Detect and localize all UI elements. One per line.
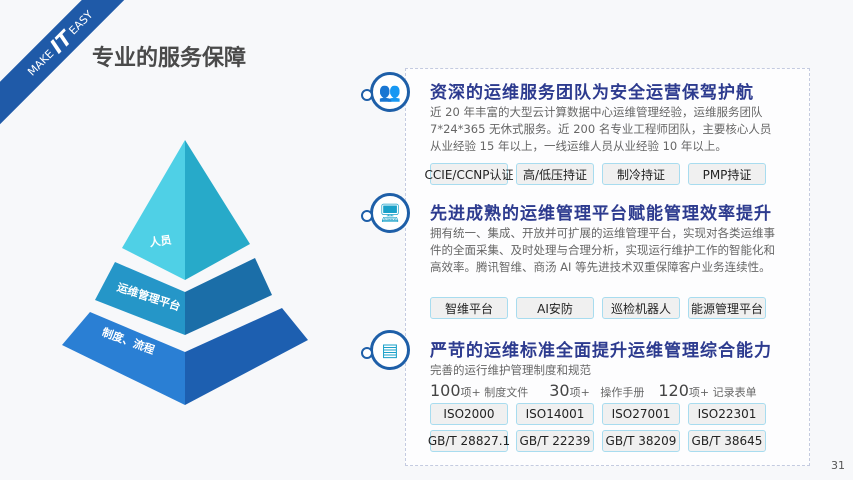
- section-platform: 🖥 先进成熟的运维管理平台赋能管理效率提升 拥有统一、集成、开放并可扩展的运维管…: [360, 193, 810, 323]
- pyramid-tier-3-left: [62, 312, 185, 405]
- section-team: 👥 资深的运维服务团队为安全运营保驾护航 近 20 年丰富的大型云计算数据中心运…: [360, 72, 810, 192]
- section-heading: 严苛的运维标准全面提升运维管理综合能力: [430, 341, 772, 361]
- page-number: 31: [831, 459, 845, 472]
- tag: CCIE/CCNP认证: [425, 163, 513, 185]
- stat-unit: 项+: [460, 386, 481, 399]
- tag: ISO22301: [688, 403, 766, 425]
- pyramid-tier-2-left: [95, 262, 185, 335]
- tag: 能源管理平台: [688, 297, 766, 319]
- section-text: 近 20 年丰富的大型云计算数据中心运维管理经验，运维服务团队 7*24*365…: [430, 105, 772, 153]
- tag: GB/T 28827.1: [428, 430, 510, 452]
- tag: ISO27001: [602, 403, 680, 425]
- stat-label: 操作手册: [600, 386, 645, 399]
- stat-number: 30: [549, 381, 570, 400]
- tag: 制冷持证: [602, 163, 680, 185]
- pyramid-tier-3-right: [185, 308, 308, 405]
- users-icon: 👥: [361, 72, 410, 112]
- pyramid-tier-1-right: [185, 140, 250, 280]
- section-text: 完善的运行维护管理制度和规范: [430, 363, 591, 377]
- pyramid-tier-1-left: [122, 140, 185, 280]
- stat-number: 120: [658, 381, 689, 400]
- tag: AI安防: [516, 297, 594, 319]
- tag: 高/低压持证: [516, 163, 594, 185]
- tag: ISO2000: [430, 403, 508, 425]
- tag: GB/T 22239: [516, 430, 594, 452]
- tag: GB/T 38645: [688, 430, 766, 452]
- content-card: [405, 68, 810, 466]
- tag: ISO14001: [516, 403, 594, 425]
- section-heading: 资深的运维服务团队为安全运营保驾护航: [430, 83, 754, 103]
- monitor-icon: 🖥: [361, 193, 410, 233]
- stat-label: 制度文件: [484, 386, 529, 399]
- stat-number: 100: [430, 381, 461, 400]
- tag: PMP持证: [688, 163, 766, 185]
- page-title: 专业的服务保障: [92, 46, 247, 71]
- stat-unit: 项+: [569, 386, 590, 399]
- stat-unit: 项+: [688, 386, 710, 399]
- document-icon: ▤: [361, 330, 410, 370]
- section-text: 拥有统一、集成、开放并可扩展的运维管理平台，实现对各类运维事件的全面采集、及时处…: [430, 226, 775, 274]
- section-standards: ▤ 严苛的运维标准全面提升运维管理综合能力 完善的运行维护管理制度和规范 100…: [360, 330, 810, 460]
- pyramid-tier-2-right: [185, 258, 272, 335]
- tag: 巡检机器人: [602, 297, 680, 319]
- pyramid-diagram: 人员 运维管理平台 制度、流程: [62, 140, 308, 405]
- pyramid-label-1: 人员: [149, 232, 173, 249]
- tag: 智维平台: [430, 297, 508, 319]
- tag: GB/T 38209: [602, 430, 680, 452]
- stat-label: 记录表单: [712, 386, 757, 399]
- stats-row: 100项+ 制度文件 30项+ 操作手册 120项+ 记录表单: [430, 381, 757, 400]
- section-heading: 先进成熟的运维管理平台赋能管理效率提升: [430, 204, 772, 224]
